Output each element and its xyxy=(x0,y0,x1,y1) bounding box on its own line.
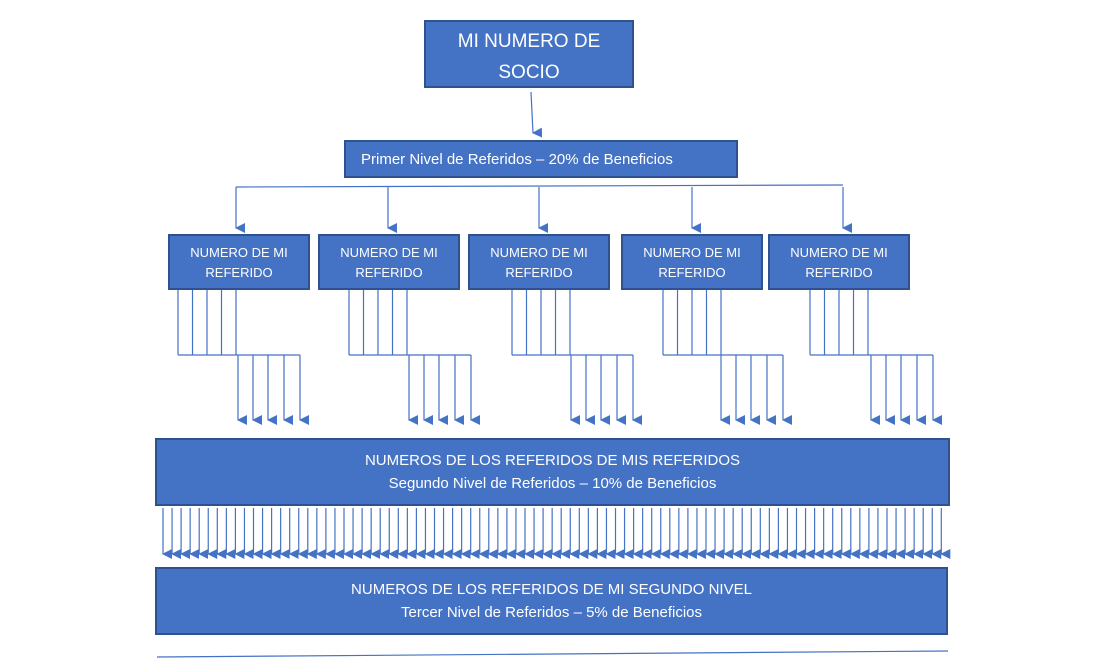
referral-line-2: REFERIDO xyxy=(505,265,573,280)
referral-box-5: NUMERO DE MI REFERIDO xyxy=(768,234,910,290)
referral-box-1: NUMERO DE MI REFERIDO xyxy=(168,234,310,290)
level3-label: Tercer Nivel de Referidos – 5% de Benefi… xyxy=(157,601,946,624)
level3-label-pct: 5% xyxy=(586,604,608,621)
referral-box-4: NUMERO DE MI REFERIDO xyxy=(621,234,763,290)
referral-line-2: REFERIDO xyxy=(205,265,273,280)
bottom-rule xyxy=(156,650,949,658)
referral-box-2: NUMERO DE MI REFERIDO xyxy=(318,234,460,290)
level3-title: NUMEROS DE LOS REFERIDOS DE MI SEGUNDO N… xyxy=(351,581,752,598)
referral-line-1: NUMERO DE MI xyxy=(643,245,741,260)
level3-box: NUMEROS DE LOS REFERIDOS DE MI SEGUNDO N… xyxy=(155,567,948,635)
root-line-2: SOCIO xyxy=(498,62,560,83)
level3-label-suffix: de Beneficios xyxy=(607,604,702,621)
referral-line-2: REFERIDO xyxy=(355,265,423,280)
level3-label-prefix: Tercer Nivel de Referidos xyxy=(400,604,574,621)
arrow-root-to-level1 xyxy=(530,91,543,138)
level3-label-dash: – xyxy=(573,604,582,621)
referral-line-1: NUMERO DE MI xyxy=(490,245,588,260)
referral-line-1: NUMERO DE MI xyxy=(790,245,888,260)
level1-box: Primer Nivel de Referidos – 20% de Benef… xyxy=(344,140,738,178)
referral-line-2: REFERIDO xyxy=(658,265,726,280)
referral-box-3: NUMERO DE MI REFERIDO xyxy=(468,234,610,290)
root-line-1: MI NUMERO DE xyxy=(457,31,601,52)
referral-line-2: REFERIDO xyxy=(805,265,873,280)
distribution-bar xyxy=(235,184,844,188)
level2-label: Segundo Nivel de Referidos – 10% de Bene… xyxy=(388,475,717,492)
level1-label: Primer Nivel de Referidos – 20% de Benef… xyxy=(361,151,673,168)
root-member-box: MI NUMERO DE SOCIO xyxy=(424,20,634,88)
level2-box: NUMEROS DE LOS REFERIDOS DE MIS REFERIDO… xyxy=(155,438,950,506)
referral-line-1: NUMERO DE MI xyxy=(190,245,288,260)
referral-line-1: NUMERO DE MI xyxy=(340,245,438,260)
level2-title: NUMEROS DE LOS REFERIDOS DE MIS REFERIDO… xyxy=(364,452,741,469)
